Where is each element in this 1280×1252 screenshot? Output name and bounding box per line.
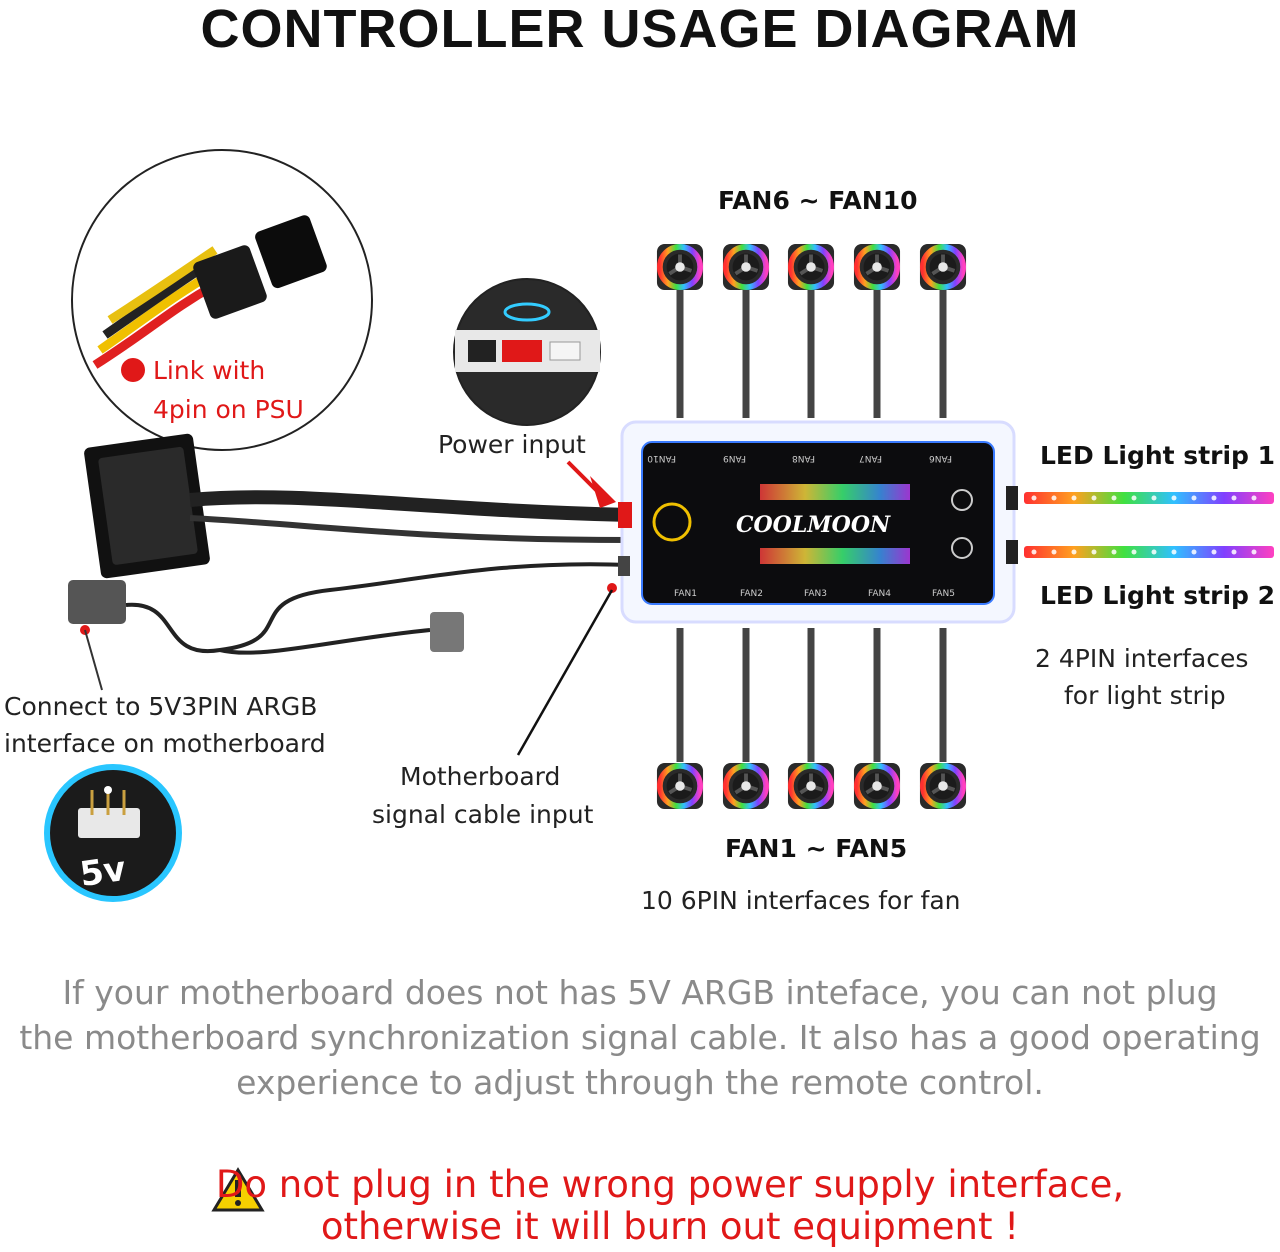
port-label-fan2: FAN2 (740, 589, 763, 599)
mb-signal-label-2: signal cable input (372, 800, 594, 829)
warning-line-2: otherwise it will burn out equipment ! (320, 1205, 1020, 1248)
led-strip-2 (1024, 546, 1274, 558)
note-line-2: the motherboard synchronization signal c… (19, 1018, 1261, 1057)
argb-signal-cable (68, 460, 631, 756)
note-line-3: experience to adjust through the remote … (236, 1063, 1044, 1102)
port-label-fan3: FAN3 (804, 589, 827, 599)
note-line-1: If your motherboard does not has 5V ARGB… (62, 973, 1218, 1012)
fan-5-icon (920, 763, 966, 809)
fan-top-label: FAN6 ~ FAN10 (718, 186, 918, 215)
power-port-zoom (453, 278, 601, 426)
port-label-fan1: FAN1 (674, 589, 697, 599)
fan-3-icon (788, 763, 834, 809)
led-strip-1 (1024, 492, 1274, 504)
fan-7-icon (723, 244, 769, 290)
mb-signal-label-1: Motherboard (400, 762, 561, 791)
port-label-fan6: FAN6 (929, 453, 952, 463)
note-paragraph: If your motherboard does not has 5V ARGB… (0, 970, 1280, 1105)
warning-line-1: Do not plug in the wrong power supply in… (215, 1163, 1125, 1206)
psu-link-label-1: Link with (153, 356, 266, 385)
strip-interfaces-label-1: 2 4PIN interfaces (1035, 644, 1249, 673)
port-label-fan7: FAN7 (859, 453, 882, 463)
argb-connect-label-2: interface on motherboard (4, 729, 326, 758)
led-strip-2-label: LED Light strip 2 (1040, 581, 1276, 610)
fan-6-icon (657, 244, 703, 290)
controller-hub: COOLMOON FAN10 FAN9 FAN8 FAN7 FAN6 FAN1 … (618, 420, 1018, 624)
strip-interfaces-label-2: for light strip (1064, 681, 1226, 710)
argb-connect-label-1: Connect to 5V3PIN ARGB (4, 692, 318, 721)
power-input-label: Power input (438, 430, 586, 459)
fan-interfaces-label: 10 6PIN interfaces for fan (641, 886, 961, 915)
fan-bottom-label: FAN1 ~ FAN5 (725, 834, 908, 863)
port-label-fan9: FAN9 (723, 453, 746, 463)
fan-1-icon (657, 763, 703, 809)
warning-icon (211, 1167, 265, 1212)
psu-connector-zoom (71, 149, 373, 451)
port-label-fan10: FAN10 (647, 453, 676, 463)
molex-connector (84, 433, 631, 579)
fan-2-icon (723, 763, 769, 809)
fan-10-icon (920, 244, 966, 290)
fan-cables-top (676, 290, 947, 418)
warning-message: Do not plug in the wrong power supply in… (0, 1164, 1280, 1248)
led-strip-1-label: LED Light strip 1 (1040, 441, 1276, 470)
port-label-fan4: FAN4 (868, 589, 891, 599)
psu-link-label-2: 4pin on PSU (153, 395, 304, 424)
fan-4-icon (854, 763, 900, 809)
five-v-header-zoom (44, 764, 182, 902)
fan-9-icon (854, 244, 900, 290)
page-title: CONTROLLER USAGE DIAGRAM (200, 0, 1080, 59)
port-label-fan5: FAN5 (932, 589, 955, 599)
controller-brand: COOLMOON (736, 512, 891, 538)
fan-8-icon (788, 244, 834, 290)
fan-cables-bottom (676, 628, 947, 762)
fans-top-row (657, 244, 966, 290)
fans-bottom-row (657, 763, 966, 809)
five-v-label: 5v (77, 849, 129, 895)
port-label-fan8: FAN8 (792, 453, 815, 463)
